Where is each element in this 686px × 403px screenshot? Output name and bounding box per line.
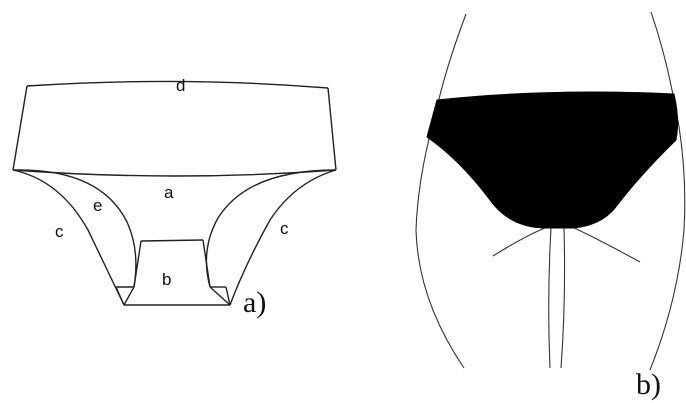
right-gluteal-fold — [569, 225, 641, 263]
panel-b-figure — [415, 11, 686, 371]
right-inner-leg — [560, 227, 566, 369]
left-body-contour — [415, 13, 467, 369]
gusset-top-seam — [140, 239, 204, 242]
label-c-right: c — [280, 219, 289, 238]
caption-panel-b: b) — [636, 368, 661, 401]
label-e: e — [93, 196, 102, 215]
right-hem-corner — [225, 286, 231, 306]
left-hem-corner — [115, 286, 125, 306]
right-body-contour — [649, 11, 686, 371]
waistband-right-side — [327, 87, 337, 171]
label-b: b — [162, 270, 171, 289]
label-a: a — [164, 183, 174, 202]
gusset-left-seam — [133, 240, 142, 288]
gusset-right-bottom-seam — [209, 286, 231, 306]
label-d: d — [176, 76, 185, 95]
left-leg-inner-curve — [12, 169, 137, 288]
left-gluteal-fold — [492, 227, 546, 257]
right-leg-inner-curve — [205, 169, 337, 288]
black-garment — [426, 91, 679, 229]
waistband-top-edge — [26, 80, 329, 89]
waistband-left-side — [12, 85, 28, 171]
left-inner-leg — [548, 227, 552, 369]
caption-panel-a: a) — [243, 286, 266, 319]
right-leg-outer-edge — [229, 169, 337, 306]
gusset-right-seam — [202, 239, 211, 288]
left-leg-outer-edge — [12, 169, 125, 306]
label-c-left: c — [55, 222, 64, 241]
gusset-left-bottom-seam — [123, 286, 135, 306]
panel-a-garment — [12, 80, 337, 306]
